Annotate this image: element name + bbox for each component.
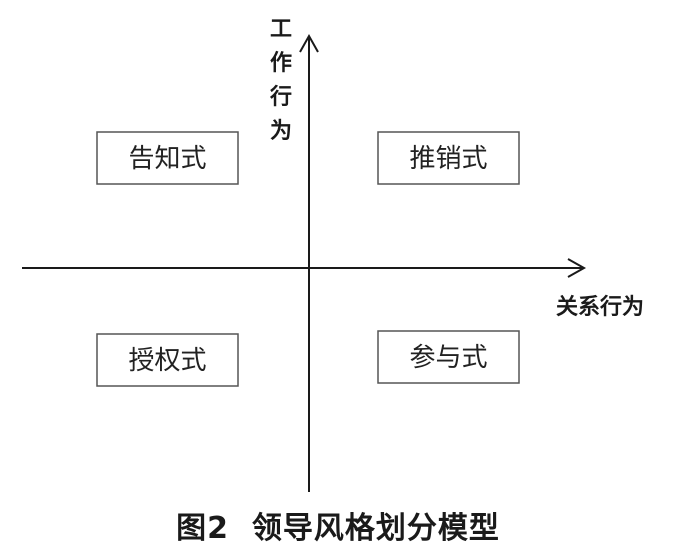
y-axis-label-char-3: 行 [269,84,292,110]
x-axis-arrowhead [567,258,587,278]
y-axis-label-char-4: 为 [270,119,292,144]
quadrant-box-delegating [96,333,239,387]
quadrant-label-participating: 参与式 [409,343,487,373]
quadrant-box-participating [377,330,520,384]
y-axis-label-char-2: 作 [270,51,292,76]
quadrant-box-telling [96,131,239,185]
quadrant-label-delegating: 授权式 [128,346,206,376]
quadrant-label-selling: 推销式 [409,144,487,174]
y-axis-arrowhead [299,33,319,53]
quadrant-label-telling: 告知式 [128,144,206,174]
x-axis-label: 关系行为 [556,294,644,320]
quadrant-box-selling [377,131,520,185]
figure-caption: 图2 领导风格划分模型 [176,511,500,546]
y-axis-label-char-1: 工 [270,17,292,42]
